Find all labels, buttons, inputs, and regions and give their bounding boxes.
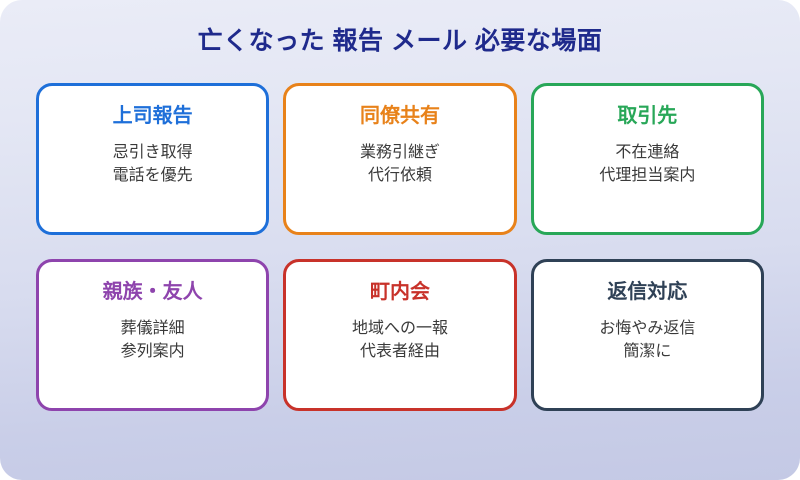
card-grid: 上司報告 忌引き取得 電話を優先 同僚共有 業務引継ぎ 代行依頼 取引先 不在連… xyxy=(36,83,764,411)
card-detail-list: お悔やみ返信 簡潔に xyxy=(599,317,695,363)
card-detail-list: 業務引継ぎ 代行依頼 xyxy=(360,141,440,187)
card-detail-line: 電話を優先 xyxy=(112,167,193,185)
card-detail-line: お悔やみ返信 xyxy=(599,320,696,337)
card-detail-line: 業務引継ぎ xyxy=(359,144,440,161)
card-detail-line: 簡潔に xyxy=(623,343,672,361)
card-colleague-share[interactable]: 同僚共有 業務引継ぎ 代行依頼 xyxy=(283,83,517,235)
card-supervisor-report[interactable]: 上司報告 忌引き取得 電話を優先 xyxy=(36,83,270,235)
card-relatives-friends[interactable]: 親族・友人 葬儀詳細 参列案内 xyxy=(36,259,270,411)
card-detail-line: 代表者経由 xyxy=(359,343,440,361)
card-reply-handling[interactable]: 返信対応 お悔やみ返信 簡潔に xyxy=(530,259,764,411)
card-detail-list: 忌引き取得 電話を優先 xyxy=(113,141,193,187)
card-neighborhood-association[interactable]: 町内会 地域への一報 代表者経由 xyxy=(283,259,517,411)
card-title: 上司報告 xyxy=(112,105,193,127)
card-title: 町内会 xyxy=(369,281,430,303)
card-title: 同僚共有 xyxy=(359,105,440,127)
card-detail-line: 地域への一報 xyxy=(351,320,448,337)
card-detail-line: 代行依頼 xyxy=(367,167,432,185)
card-title: 親族・友人 xyxy=(102,281,203,303)
card-detail-list: 葬儀詳細 参列案内 xyxy=(121,317,185,363)
card-title: 返信対応 xyxy=(607,281,688,303)
card-detail-line: 代理担当案内 xyxy=(599,167,696,185)
card-detail-line: 忌引き取得 xyxy=(112,144,193,161)
card-title: 取引先 xyxy=(617,105,678,127)
card-detail-list: 不在連絡 代理担当案内 xyxy=(599,141,695,187)
page-title: 亡くなった 報告 メール 必要な場面 xyxy=(197,27,603,55)
card-detail-line: 参列案内 xyxy=(120,343,185,361)
card-detail-list: 地域への一報 代表者経由 xyxy=(352,317,448,363)
card-business-partner[interactable]: 取引先 不在連絡 代理担当案内 xyxy=(530,83,764,235)
card-detail-line: 不在連絡 xyxy=(615,144,680,161)
card-detail-line: 葬儀詳細 xyxy=(120,320,185,337)
